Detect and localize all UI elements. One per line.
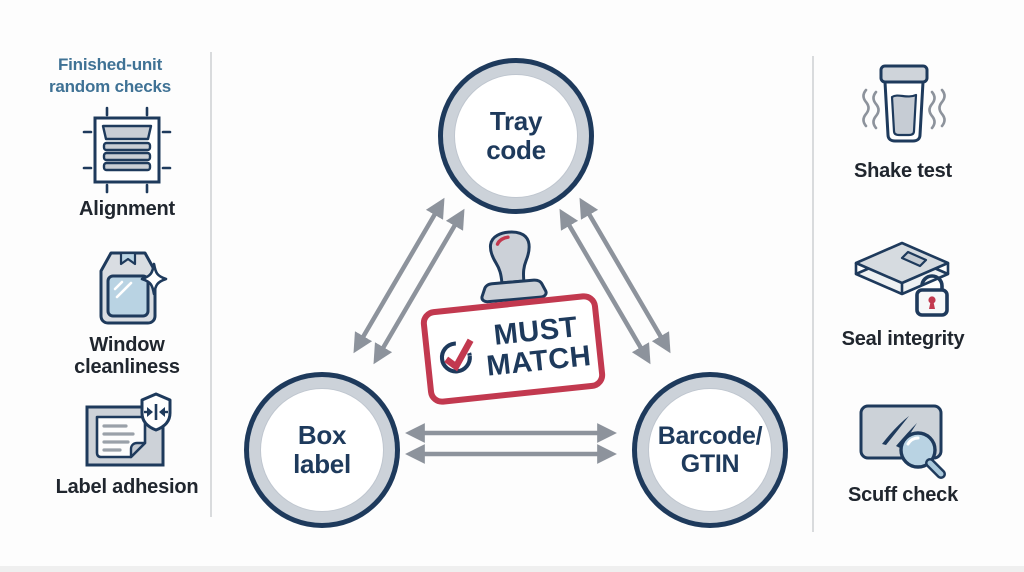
left-divider (210, 52, 212, 517)
alignment-trays-icon (82, 106, 172, 194)
node-tray-code: Tray code (438, 58, 594, 214)
check-label-scuff-check: Scuff check (847, 484, 959, 506)
check-item-window-cleanliness: Window cleanliness (52, 240, 202, 379)
check-label-alignment: Alignment (79, 198, 175, 220)
check-label-seal-integrity: Seal integrity (841, 328, 965, 350)
left-panel-title: Finished-unit random checks (48, 55, 172, 96)
label-shield-icon (85, 392, 172, 467)
node-tray-code-line1: Tray (489, 105, 543, 136)
node-box-label-line2: label (293, 449, 351, 479)
node-tray-code-line2: code (486, 135, 546, 165)
check-label-window-cleanliness: Window cleanliness (74, 334, 180, 379)
node-barcode-gtin-line2: GTIN (680, 450, 740, 478)
scuff-magnifier-icon (859, 404, 946, 479)
check-item-scuff-check: Scuff check (818, 394, 988, 506)
node-box-label: Box label (244, 372, 400, 528)
shake-cup-icon (862, 64, 946, 143)
right-divider (812, 56, 814, 532)
check-label-label-adhesion: Label adhesion (55, 476, 199, 498)
checkmark-circle-icon (439, 338, 474, 374)
must-match-stamp-badge: MUST MATCH (419, 291, 607, 407)
node-box-label-line1: Box (297, 419, 347, 450)
must-match-text: MUST MATCH (482, 311, 593, 383)
check-item-label-adhesion: Label adhesion (52, 390, 202, 498)
node-barcode-gtin: Barcode/ GTIN (632, 372, 788, 528)
node-barcode-gtin-line1: Barcode/ (657, 422, 763, 450)
check-label-shake-test: Shake test (853, 160, 953, 182)
check-item-shake-test: Shake test (818, 62, 988, 182)
check-item-seal-integrity: Seal integrity (818, 234, 988, 350)
seal-lock-icon (854, 241, 950, 317)
check-item-alignment: Alignment (52, 106, 202, 220)
bottom-edge-shadow (0, 566, 1024, 572)
window-sparkle-icon (99, 251, 168, 325)
